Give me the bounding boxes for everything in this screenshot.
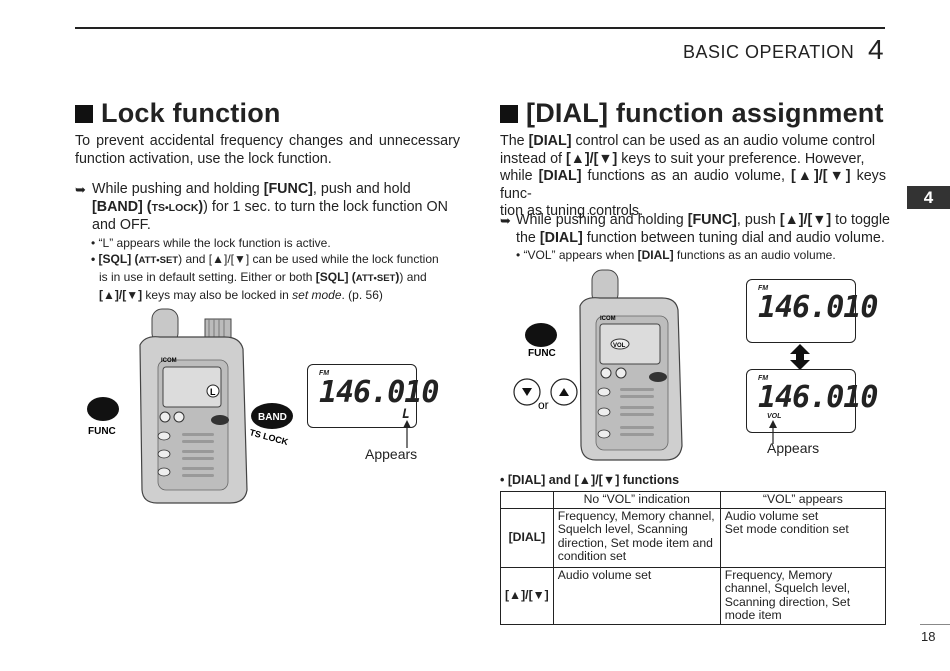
table-col-head: “VOL” appears (719, 491, 887, 509)
lcd-lock-indicator: L (402, 407, 410, 422)
lock-note-2-line3: [▲]/[▼] keys may also be locked in set m… (99, 288, 383, 302)
lcd-display-tuning: FM 146.010 (746, 279, 878, 343)
appears-arrow-icon (403, 420, 411, 448)
toggle-arrow-icon (790, 344, 810, 370)
table-cell: Frequency, Memory channel, Squelch level… (719, 566, 887, 625)
square-bullet-icon (75, 105, 93, 123)
step-arrow-icon: ➥ (75, 182, 86, 197)
lock-step-line3: and OFF. (92, 217, 151, 233)
lock-note-2: • [SQL] (ATT•SET) and [▲]/[▼] can be use… (91, 252, 439, 266)
section-tab: 4 (907, 186, 950, 209)
lock-note-2-line2: is in use in default setting. Either or … (99, 270, 427, 284)
radio-illustration-right: ICOM VOL FUNC or (513, 269, 683, 461)
page-number: 18 (921, 629, 936, 644)
lcd-vol-indicator: VOL (767, 413, 782, 420)
table-caption: • [DIAL] and [▲]/[▼] functions (500, 473, 680, 487)
lcd-display-volume: FM 146.010 VOL (746, 369, 878, 433)
appears-label-volume: Appears (767, 440, 820, 456)
table-row: [▲]/[▼] Audio volume set Frequency, Memo… (500, 566, 887, 625)
radio-brand: ICOM (161, 358, 177, 364)
svg-text:ICOM: ICOM (600, 316, 616, 322)
chapter-title: BASIC OPERATION (683, 42, 855, 62)
func-button-illustration (525, 323, 557, 347)
footer-rule (920, 624, 950, 625)
lock-intro: To prevent accidental frequency changes … (75, 133, 460, 167)
lcd-mode: FM (758, 375, 769, 382)
lock-step-line1: While pushing and holding [FUNC], push a… (92, 181, 411, 197)
lcd-display-lock: FM 146.010 L (307, 364, 439, 428)
svg-text:L: L (210, 387, 216, 397)
lcd-mode: FM (758, 285, 769, 292)
dial-heading: [DIAL] function assignment (500, 98, 884, 129)
tslock-label: TS LOCK (248, 427, 289, 447)
dial-intro: The [DIAL] control can be used as an aud… (500, 133, 886, 219)
dial-note: • “VOL” appears when [DIAL] functions as… (516, 248, 836, 262)
chapter-number: 4 (868, 34, 884, 65)
radio-illustration-left: ICOM L BAND TS LOCK FUNC (87, 308, 293, 504)
appears-arrow-icon (769, 420, 777, 444)
lcd-frequency: 146.010 (758, 380, 878, 415)
table-header-row: No “VOL” indication “VOL” appears (500, 491, 887, 509)
lock-notes: • “L” appears while the lock function is… (91, 235, 461, 303)
table-cell: Frequency, Memory channel, Squelch level… (552, 507, 721, 568)
lcd-frequency: 146.010 (758, 290, 878, 325)
lock-heading: Lock function (75, 98, 281, 129)
table-cell: Audio volume set (552, 566, 721, 625)
func-label: FUNC (88, 426, 116, 437)
step-arrow-icon: ➥ (500, 213, 511, 228)
band-label: BAND (258, 412, 287, 423)
or-label: or (538, 398, 549, 412)
table-row-head: [DIAL] (500, 507, 554, 568)
lock-step-line2: [BAND] (TS•LOCK)) for 1 sec. to turn the… (92, 198, 448, 215)
lcd-mode: FM (319, 370, 330, 377)
table-cell: Audio volume set Set mode condition set (719, 507, 887, 568)
band-button-illustration (251, 403, 293, 429)
func-label: FUNC (528, 348, 556, 359)
dial-function-table: No “VOL” indication “VOL” appears [DIAL]… (500, 491, 887, 625)
table-row-head: [▲]/[▼] (500, 566, 554, 625)
func-button-illustration (87, 397, 119, 421)
square-bullet-icon (500, 105, 518, 123)
table-col-head: No “VOL” indication (552, 491, 721, 509)
vol-key-label: VOL (613, 343, 626, 349)
lock-step: ➥ While pushing and holding [FUNC], push… (75, 181, 460, 235)
lcd-frequency: 146.010 (319, 375, 439, 410)
appears-label-lock: Appears (365, 446, 418, 462)
header-rule (75, 27, 885, 29)
lock-note-1: • “L” appears while the lock function is… (91, 236, 331, 250)
table-row: [DIAL] Frequency, Memory channel, Squelc… (500, 507, 887, 568)
dial-step: ➥ While pushing and holding [FUNC], push… (500, 212, 890, 246)
